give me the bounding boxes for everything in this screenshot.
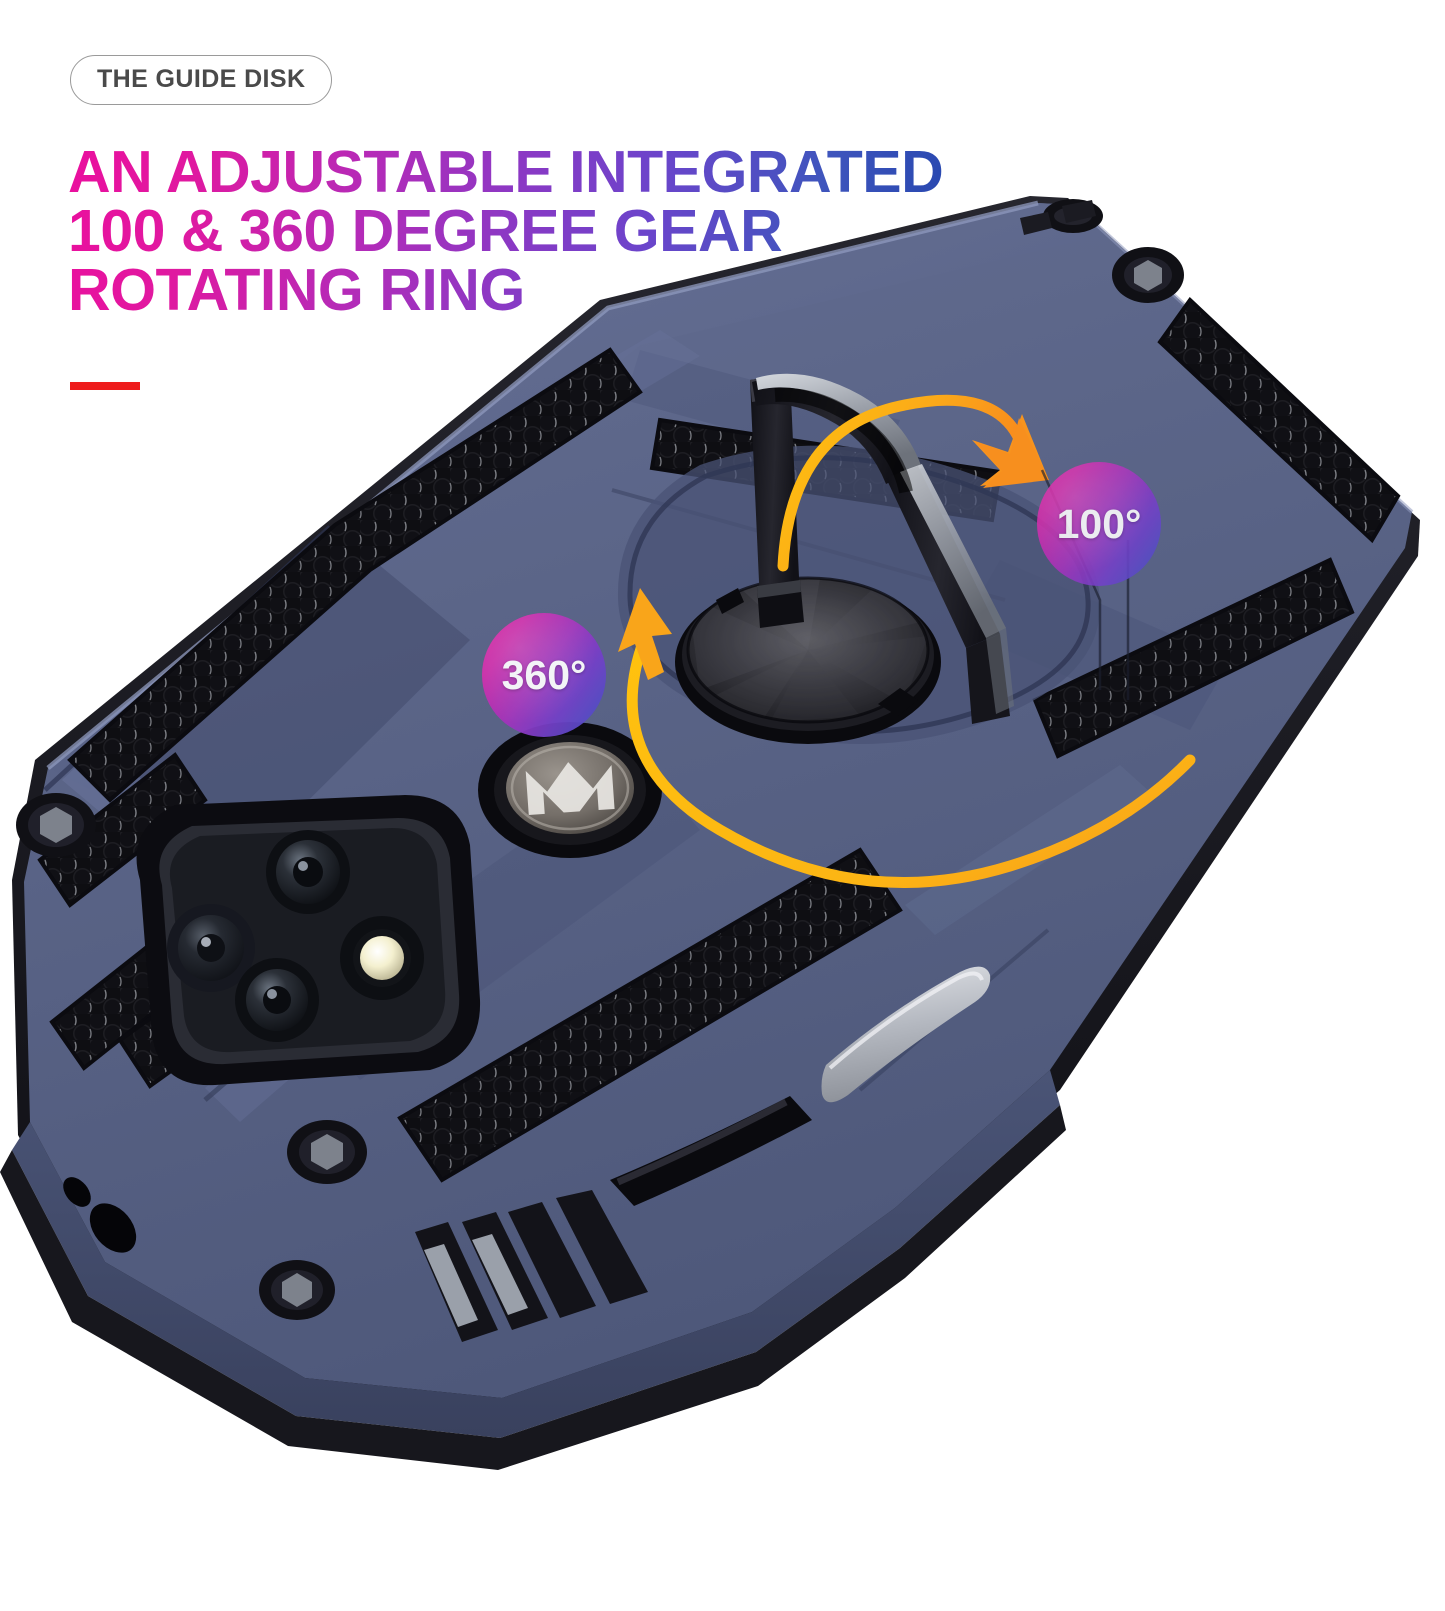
rotation-360-arrowhead: [618, 588, 672, 680]
camera-module: [136, 795, 481, 1086]
page-title: AN ADJUSTABLE INTEGRATED 100 & 360 DEGRE…: [68, 143, 943, 320]
rotation-360-arrow: [626, 634, 1196, 888]
hex-screw-icon: [16, 793, 96, 857]
headline-line-2: 100 & 360 DEGREE GEAR: [68, 198, 783, 264]
headline-underline-rule: [70, 382, 140, 390]
motorola-batwing-logo: [525, 762, 615, 815]
hex-screw-icon: [259, 1260, 335, 1320]
guide-disk-badge: THE GUIDE DISK: [70, 55, 333, 105]
tilt-100-arrow: [777, 394, 1049, 572]
speaker-mic-holes: [63, 1177, 137, 1253]
rotating-ring-kickstand: [675, 373, 1014, 744]
callout-badge-360: 360°: [482, 613, 606, 737]
hex-screw-icon: [287, 1120, 367, 1184]
fingerprint-sensor: [478, 722, 662, 858]
camera-lens: [167, 904, 255, 992]
bottom-grip-ridges: [415, 1096, 812, 1342]
camera-flash-icon: [340, 916, 424, 1000]
headline-line-3: ROTATING RING: [68, 257, 525, 323]
camera-lens: [235, 958, 319, 1042]
headline-line-1: AN ADJUSTABLE INTEGRATED: [68, 139, 944, 205]
camera-lens: [266, 830, 350, 914]
callout-badge-100: 100°: [1037, 462, 1161, 586]
hex-screw-decorations: [16, 199, 1184, 1320]
hex-screw-icon: [1112, 247, 1184, 303]
case-side-wall: [0, 1070, 1066, 1470]
top-edge-button-nubs: [1020, 200, 1096, 235]
side-power-button: [821, 966, 991, 1103]
